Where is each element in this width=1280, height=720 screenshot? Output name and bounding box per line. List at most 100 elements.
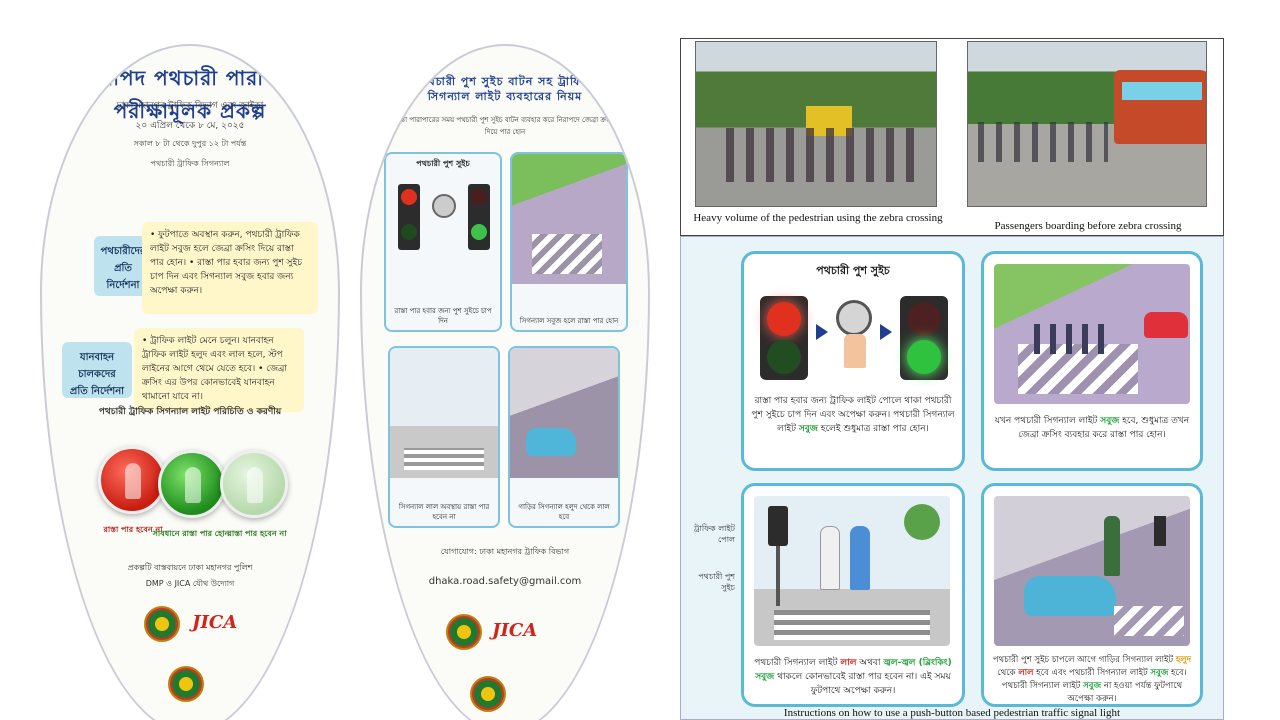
pedestrians-shape <box>1034 324 1104 354</box>
card2-caption: যখন পথচারী সিগন্যাল লাইট সবুজ হবে, শুধুম… <box>990 414 1194 442</box>
label-traffic-pole: ট্রাফিক লাইট পোল <box>693 524 735 544</box>
card3-red-word: লাল <box>840 658 857 668</box>
fan-card-vehicle: গাড়ির সিগন্যাল হলুদ থেকে লাল হবে <box>508 346 620 528</box>
card4-caption: পথচারী পুশ সুইচ চাপলে আগে গাড়ির সিগন্যা… <box>990 654 1194 704</box>
label-push-switch: পথচারী পুশ সুইচ <box>698 572 735 592</box>
blinking-signal-icon <box>220 450 288 518</box>
fan-card-wait: সিগন্যাল লাল অবস্থায় রাস্তা পার হবেন না <box>388 346 500 528</box>
child-figure-2 <box>850 526 870 590</box>
traffic-officer-figure <box>1104 516 1120 576</box>
card3-green-word: সবুজ <box>755 672 775 682</box>
card4-red-word: লাল <box>1018 668 1034 678</box>
fan-card-crossing: সিগন্যাল সবুজ হলে রাস্তা পার হোন <box>510 152 628 332</box>
card3-caption-b: অথবা <box>859 658 881 668</box>
fan-card-2-caption: সিগন্যাল সবুজ হলে রাস্তা পার হোন <box>519 317 619 325</box>
photo-panel: Heavy volume of the pedestrian using the… <box>680 38 1224 236</box>
board-card-crossing: যখন পথচারী সিগন্যাল লাইট সবুজ হবে, শুধুম… <box>981 251 1203 471</box>
arrow-right-icon <box>816 324 828 340</box>
blink-signal-caption: রাস্তা পার হবেন না <box>227 529 287 538</box>
card1-green-word: সবুজ <box>798 424 818 434</box>
car-icon <box>526 428 576 456</box>
board-bottom-caption: Instructions on how to use a push-button… <box>783 707 1121 719</box>
board-card-wait: পথচারী সিগন্যাল লাইট লাল অথবা জ্বল-জ্বল … <box>741 483 965 707</box>
card3-caption: পথচারী সিগন্যাল লাইট লাল অথবা জ্বল-জ্বল … <box>750 656 956 698</box>
jica-logo: JICA <box>192 612 237 633</box>
vehicle-scene <box>994 496 1190 646</box>
jica-logo-2: JICA <box>492 620 537 641</box>
ped-light-icon <box>398 184 420 250</box>
police-logo-icon <box>144 606 180 642</box>
push-switch-icon <box>432 194 456 218</box>
emblem-logo-icon <box>168 666 204 702</box>
fan-card-4-caption: গাড়ির সিগন্যাল হলুদ থেকে লাল হবে <box>518 503 610 521</box>
green-signal-icon <box>158 450 226 518</box>
fan-card-push-switch: পথচারী পুশ সুইচ রাস্তা পার হবার জন্য পুশ… <box>384 152 502 332</box>
driver-tag: যানবাহন চালকদের প্রতি নির্দেশনা <box>62 342 132 398</box>
fan-right-title: পথচারী পুশ সুইচ বাটন সহ ট্রাফিক সিগন্যাল… <box>419 75 591 103</box>
safety-fan-right: পথচারী পুশ সুইচ বাটন সহ ট্রাফিক সিগন্যাল… <box>360 44 650 720</box>
tree-icon <box>904 504 940 540</box>
contact-email: dhaka.road.safety@gmail.com <box>428 576 582 587</box>
red-signal-icon <box>98 446 166 514</box>
card4-caption-c: হবে এবং পথচারী সিগন্যাল লাইট <box>1036 668 1148 678</box>
card1-caption-b: পথচারী সিগন্যাল লাইট <box>777 410 955 434</box>
green-signal-caption: সাবধানে রাস্তা পার হোন <box>152 529 230 538</box>
card1-caption-a: রাস্তা পার হবার জন্য ট্রাফিক লাইট পোলে থ… <box>751 396 952 420</box>
driver-note: • ট্রাফিক লাইট মেনে চলুন। যানবাহন ট্রাফি… <box>134 328 304 412</box>
card4-caption-d: হবে। পথচারী সিগন্যাল লাইট <box>1001 668 1187 691</box>
hand-icon <box>844 334 866 368</box>
card1-title: পথচারী পুশ সুইচ <box>816 264 890 277</box>
instruction-board: পথচারী পুশ সুইচ রাস্তা পার হবার জন্য ট্র… <box>680 236 1224 720</box>
card2-green-word: সবুজ <box>1100 416 1120 426</box>
card3-blink-word: জ্বল-জ্বল (ব্লিংকিং) <box>883 658 952 668</box>
fan-left-title: নিরাপদ পথচারী পারাপার পরীক্ষামূলক প্রকল্… <box>83 66 297 123</box>
fan-left-org: পথচারী ট্রাফিক সিগন্যাল <box>150 159 230 168</box>
wait-scene <box>754 496 950 646</box>
card4-amber-word: হলুদ <box>1175 655 1192 665</box>
fan-left-time: সকাল ৮ টা থেকে দুপুর ১২ টা পর্যন্ত <box>133 139 247 148</box>
pole-light-icon <box>768 506 788 546</box>
pedestrian-note: • ফুটপাতে অবস্থান করুন, পথচারী ট্রাফিক ল… <box>142 222 318 314</box>
card4-caption-b: থেকে <box>997 668 1016 678</box>
fan-left-footer: প্রকল্পটি বাস্তবায়নে ঢাকা মহানগর পুলিশ <box>127 563 253 572</box>
bus-boarding-photo <box>967 41 1207 207</box>
card4-green-word-2: সবুজ <box>1083 681 1102 691</box>
ped-signal-red-icon <box>760 296 808 380</box>
card2-caption-a: যখন পথচারী সিগন্যাল লাইট <box>994 416 1098 426</box>
ped-signal-green-icon <box>900 296 948 380</box>
card1-caption-c: হলেই শুধুমাত্র রাস্তা পার হোন। <box>820 424 929 434</box>
jica-logo-text: JICA <box>192 612 238 633</box>
fan-card-1-caption: রাস্তা পার হবার জন্য পুশ সুইচে চাপ দিন <box>394 307 492 325</box>
photo-2-caption: Passengers boarding before zebra crossin… <box>994 220 1182 232</box>
jica-logo-text-2: JICA <box>492 620 538 641</box>
red-signal-caption: রাস্তা পার হবেন না <box>103 525 163 534</box>
fan-right-intro: রাস্তা পারাপারের সময় পথচারী পুশ সুইচ বা… <box>394 116 616 136</box>
blue-car-icon <box>1024 576 1116 616</box>
photo-1-caption: Heavy volume of the pedestrian using the… <box>693 212 943 224</box>
emblem-logo-icon-2 <box>470 676 506 712</box>
fan-card-3-caption: সিগন্যাল লাল অবস্থায় রাস্তা পার হবেন না <box>398 503 490 521</box>
card3-caption-a: পথচারী সিগন্যাল লাইট <box>754 658 838 668</box>
fan-card-1-head: পথচারী পুশ সুইচ <box>416 159 470 168</box>
pedestrian-photo <box>695 41 937 207</box>
ped-light-green-icon <box>468 184 490 250</box>
push-button-icon <box>836 300 872 336</box>
card1-caption: রাস্তা পার হবার জন্য ট্রাফিক লাইট পোলে থ… <box>750 394 956 436</box>
board-card-push-switch: পথচারী পুশ সুইচ রাস্তা পার হবার জন্য ট্র… <box>741 251 965 471</box>
signal-heading: পথচারী ট্রাফিক সিগন্যাল লাইট পরিচিতি ও ক… <box>98 407 282 417</box>
fan-left-sponsor: DMP ও JICA যৌথ উদ্যোগ <box>145 579 235 588</box>
passengers-shape <box>978 122 1108 162</box>
board-card-vehicle: পথচারী পুশ সুইচ চাপলে আগে গাড়ির সিগন্যা… <box>981 483 1203 707</box>
child-figure-1 <box>820 526 840 590</box>
fan-right-contact: যোগাযোগ: ঢাকা মহানগর ট্রাফিক বিভাগ <box>440 547 570 556</box>
card4-caption-e: না হওয়া পর্যন্ত ফুটপাথে অপেক্ষা করুন। <box>1067 681 1183 704</box>
arrow-right-icon-2 <box>880 324 892 340</box>
card4-green-word: সবুজ <box>1150 668 1169 678</box>
crossing-scene <box>994 264 1190 404</box>
safety-fan-left: নিরাপদ পথচারী পারাপার পরীক্ষামূলক প্রকল্… <box>40 44 340 720</box>
card3-caption-c: থাকলে কোনভাবেই রাস্তা পার হবেন না। এই সম… <box>777 672 951 696</box>
card2-caption-b: হবে, শুধুমাত্র তখন জেব্রা ক্রসিং ব্যবহার… <box>1018 416 1190 440</box>
red-car-icon <box>1144 312 1188 338</box>
police-logo-icon-2 <box>446 614 482 650</box>
bus-shape <box>1114 70 1206 144</box>
